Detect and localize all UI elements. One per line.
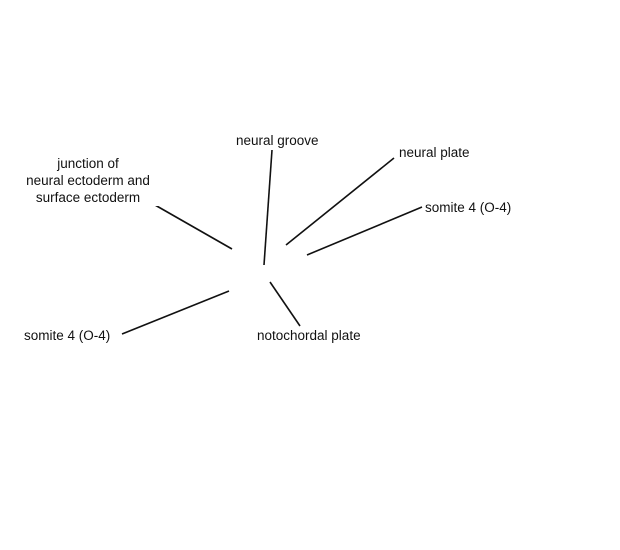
label-neural-groove: neural groove <box>236 132 319 149</box>
label-somite-right: somite 4 (O-4) <box>425 199 512 216</box>
label-notochordal-plate: notochordal plate <box>257 327 361 344</box>
label-neural-plate: neural plate <box>399 144 470 161</box>
label-somite-left: somite 4 (O-4) <box>24 327 111 344</box>
leader-line-neural-groove <box>263 149 273 266</box>
label-junction-line-1: junction of <box>57 156 119 171</box>
label-junction-line-3: surface ectoderm <box>35 190 141 205</box>
label-junction-line-2: neural ectoderm and <box>26 173 150 188</box>
leader-line-junction <box>147 200 233 250</box>
leader-line-somite-left <box>121 290 230 335</box>
leader-line-somite-right <box>306 206 423 256</box>
leader-line-notochordal-plate <box>269 281 301 327</box>
leader-line-neural-plate <box>285 157 395 246</box>
label-junction-neural-surface-ectoderm: junction of neural ectoderm and surface … <box>14 155 162 206</box>
